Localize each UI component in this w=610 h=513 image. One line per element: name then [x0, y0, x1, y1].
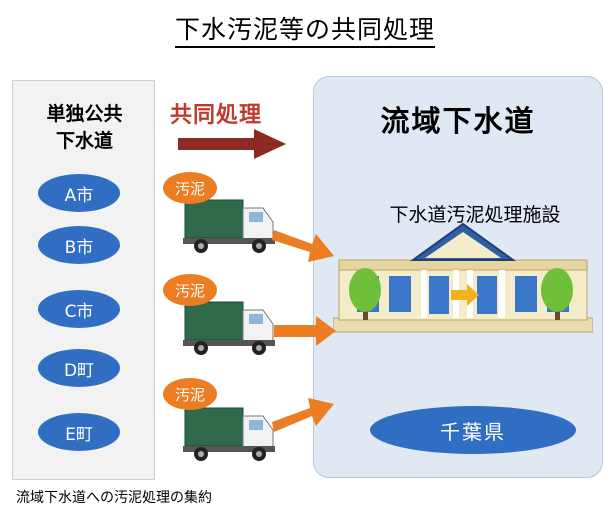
- facility-label: 下水道汚泥処理施設: [389, 204, 561, 226]
- sludge-bubble: 汚泥: [163, 274, 217, 306]
- municipal-sewer-title-line2: 下水道: [55, 130, 113, 152]
- chiba-prefecture-ellipse: 千葉県: [370, 406, 576, 454]
- regional-sewer-title: 流域下水道: [380, 104, 536, 138]
- tree-icon: [541, 268, 573, 320]
- town-e-ellipse: E町: [38, 413, 120, 451]
- arrow-right-icon: [178, 129, 286, 159]
- arrow-right-icon: [272, 230, 334, 262]
- city-b-ellipse: B市: [38, 226, 120, 264]
- truck-icon: [183, 407, 275, 461]
- sludge-bubble: 汚泥: [163, 172, 217, 204]
- municipal-sewer-title-line1: 単独公共: [46, 103, 123, 125]
- page-title: 下水汚泥等の共同処理: [0, 10, 610, 48]
- city-a-ellipse: A市: [38, 174, 120, 212]
- sludge-bubble: 汚泥: [163, 378, 217, 410]
- facility-building-icon: [333, 222, 593, 333]
- town-d-ellipse: D町: [38, 349, 120, 387]
- arrow-right-icon: [274, 316, 336, 346]
- title-text: 下水汚泥等の共同処理: [174, 15, 435, 48]
- tree-icon: [349, 268, 381, 320]
- joint-treatment-label: 共同処理: [170, 103, 263, 128]
- truck-icon: [183, 199, 275, 253]
- city-c-ellipse: C市: [38, 290, 120, 328]
- caption: 流域下水道への汚泥処理の集約: [16, 490, 212, 506]
- arrow-right-icon: [272, 398, 334, 432]
- municipal-sewer-title: 単独公共 下水道: [13, 101, 156, 155]
- truck-icon: [183, 301, 275, 355]
